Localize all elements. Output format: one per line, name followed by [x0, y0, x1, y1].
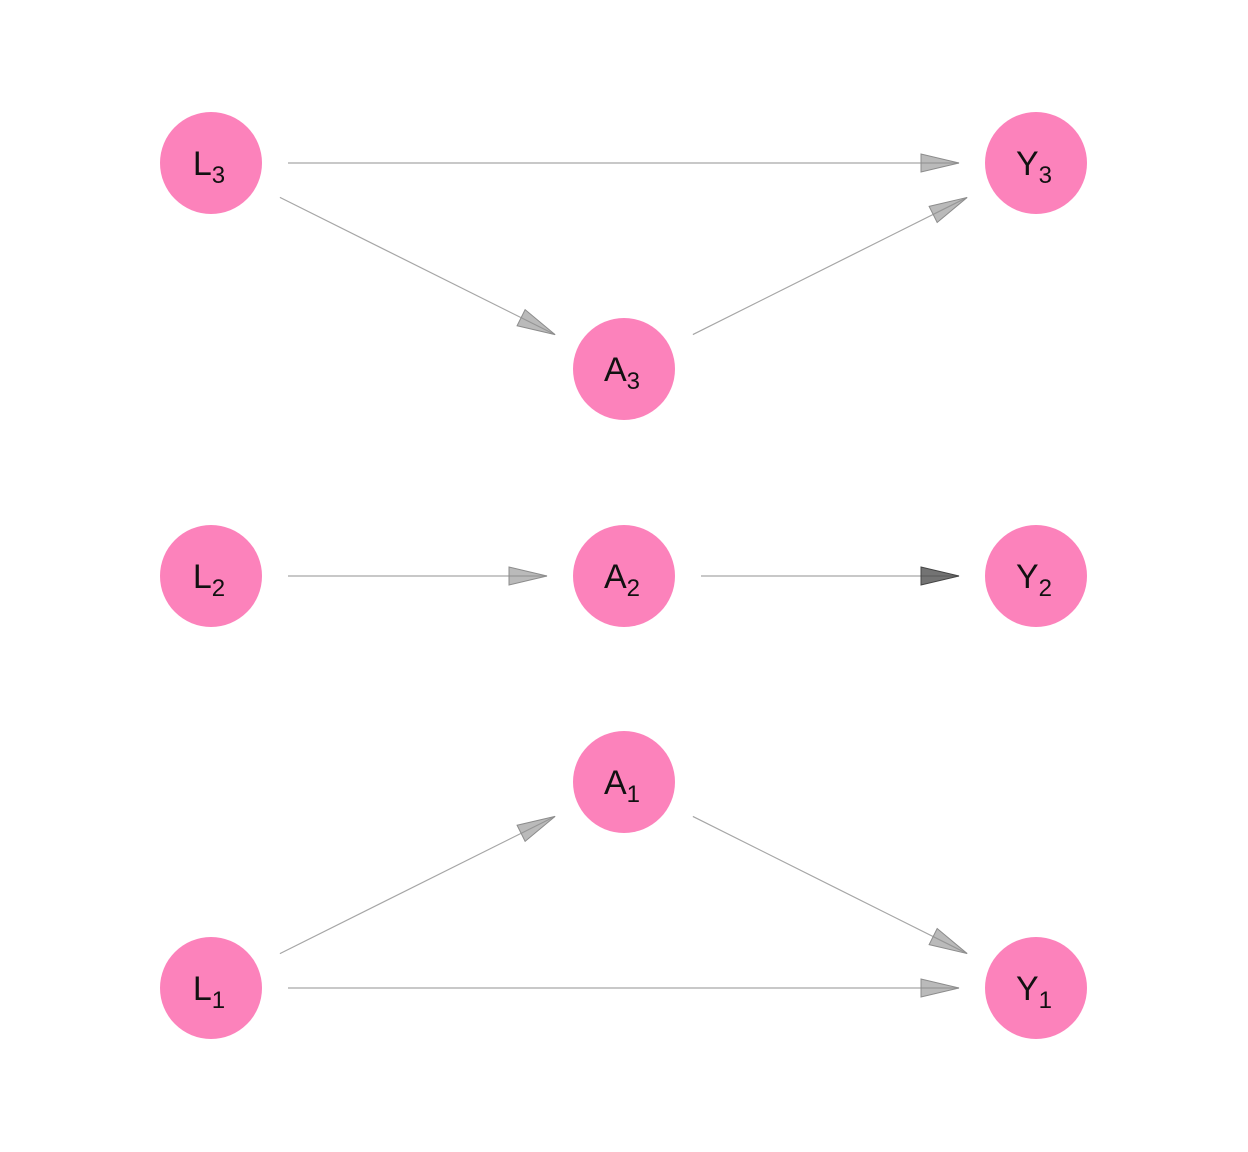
arrowhead	[516, 815, 556, 843]
node-subscript: 1	[1039, 987, 1052, 1014]
node-A2: A2	[573, 525, 675, 627]
edge-line	[279, 196, 556, 336]
node-label: L3	[193, 145, 225, 189]
node-label: Y3	[1016, 145, 1052, 189]
node-letter: L	[193, 558, 212, 596]
node-letter: A	[604, 351, 627, 389]
node-Y3: Y3	[985, 112, 1087, 214]
node-Y2: Y2	[985, 525, 1087, 627]
arrowhead	[920, 978, 960, 998]
node-subscript: 2	[212, 575, 225, 602]
node-circle	[985, 525, 1087, 627]
node-circle	[985, 112, 1087, 214]
node-Y1: Y1	[985, 937, 1087, 1039]
node-subscript: 1	[212, 987, 225, 1014]
node-subscript: 3	[627, 368, 640, 395]
node-label: L2	[193, 558, 225, 602]
node-label: A2	[604, 558, 640, 602]
node-subscript: 1	[627, 781, 640, 808]
node-subscript: 2	[1039, 575, 1052, 602]
edge-A1-Y1	[692, 815, 968, 955]
node-circle	[573, 525, 675, 627]
node-letter: A	[604, 558, 627, 596]
node-label: A1	[604, 764, 640, 808]
arrowhead	[920, 566, 960, 586]
node-circle	[160, 937, 262, 1039]
node-A1: A1	[573, 731, 675, 833]
edge-L2-A2	[288, 566, 548, 586]
edge-line	[692, 196, 968, 336]
edges-layer	[279, 153, 968, 998]
node-letter: L	[193, 145, 212, 183]
node-L1: L1	[160, 937, 262, 1039]
arrowhead	[508, 566, 548, 586]
node-subscript: 3	[1039, 162, 1052, 189]
node-circle	[160, 112, 262, 214]
node-label: Y1	[1016, 970, 1052, 1014]
node-label: A3	[604, 351, 640, 395]
edge-line	[279, 815, 556, 955]
edge-L3-A3	[279, 196, 556, 336]
edge-A2-Y2	[701, 566, 960, 586]
node-label: Y2	[1016, 558, 1052, 602]
arrowhead	[516, 308, 556, 336]
node-letter: Y	[1016, 558, 1039, 596]
node-subscript: 2	[627, 575, 640, 602]
edge-A3-Y3	[692, 196, 968, 336]
node-L3: L3	[160, 112, 262, 214]
edge-line	[692, 815, 968, 955]
node-circle	[573, 318, 675, 420]
node-circle	[160, 525, 262, 627]
node-subscript: 3	[212, 162, 225, 189]
arrowhead	[928, 927, 968, 955]
node-letter: Y	[1016, 970, 1039, 1008]
arrowhead	[928, 196, 968, 224]
node-letter: L	[193, 970, 212, 1008]
edge-L3-Y3	[288, 153, 960, 173]
node-circle	[573, 731, 675, 833]
edge-L1-Y1	[288, 978, 960, 998]
node-letter: A	[604, 764, 627, 802]
arrowhead	[920, 153, 960, 173]
edge-L1-A1	[279, 815, 556, 955]
node-A3: A3	[573, 318, 675, 420]
node-circle	[985, 937, 1087, 1039]
node-letter: Y	[1016, 145, 1039, 183]
node-L2: L2	[160, 525, 262, 627]
node-label: L1	[193, 970, 225, 1014]
